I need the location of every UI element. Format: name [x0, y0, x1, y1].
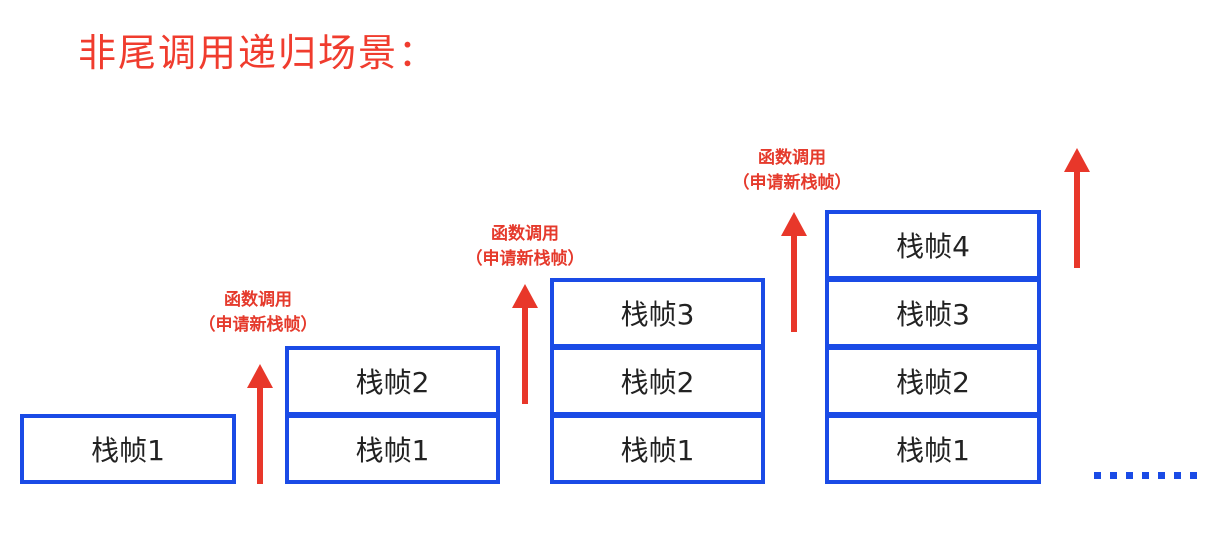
- call-label-1: 函数调用 （申请新栈帧）: [188, 288, 328, 338]
- stack-1-frame-1: 栈帧1: [20, 414, 236, 484]
- call-arrow-1: [247, 364, 273, 484]
- call-arrow-4: [1064, 148, 1090, 268]
- stack-2-frame-1: 栈帧1: [285, 414, 500, 484]
- diagram-title: 非尾调用递归场景：: [78, 31, 439, 75]
- stack-3-frame-3: 栈帧3: [550, 278, 765, 348]
- call-label-1-line1: 函数调用: [224, 290, 292, 310]
- call-label-3: 函数调用 （申请新栈帧）: [722, 146, 862, 196]
- call-arrow-3: [781, 212, 807, 332]
- ellipsis-dots: [1094, 472, 1197, 479]
- call-label-1-line2: （申请新栈帧）: [198, 315, 318, 335]
- stack-4-frame-1: 栈帧1: [825, 414, 1041, 484]
- stack-4-frame-3: 栈帧3: [825, 278, 1041, 348]
- call-arrow-2: [512, 284, 538, 404]
- stack-2-frame-2: 栈帧2: [285, 346, 500, 416]
- stack-3-frame-1: 栈帧1: [550, 414, 765, 484]
- call-label-3-line1: 函数调用: [758, 148, 826, 168]
- call-label-2: 函数调用 （申请新栈帧）: [455, 222, 595, 272]
- stack-4-frame-4: 栈帧4: [825, 210, 1041, 280]
- call-label-2-line1: 函数调用: [491, 224, 559, 244]
- stack-4-frame-2: 栈帧2: [825, 346, 1041, 416]
- call-label-2-line2: （申请新栈帧）: [465, 249, 585, 269]
- stack-3-frame-2: 栈帧2: [550, 346, 765, 416]
- call-label-3-line2: （申请新栈帧）: [732, 173, 852, 193]
